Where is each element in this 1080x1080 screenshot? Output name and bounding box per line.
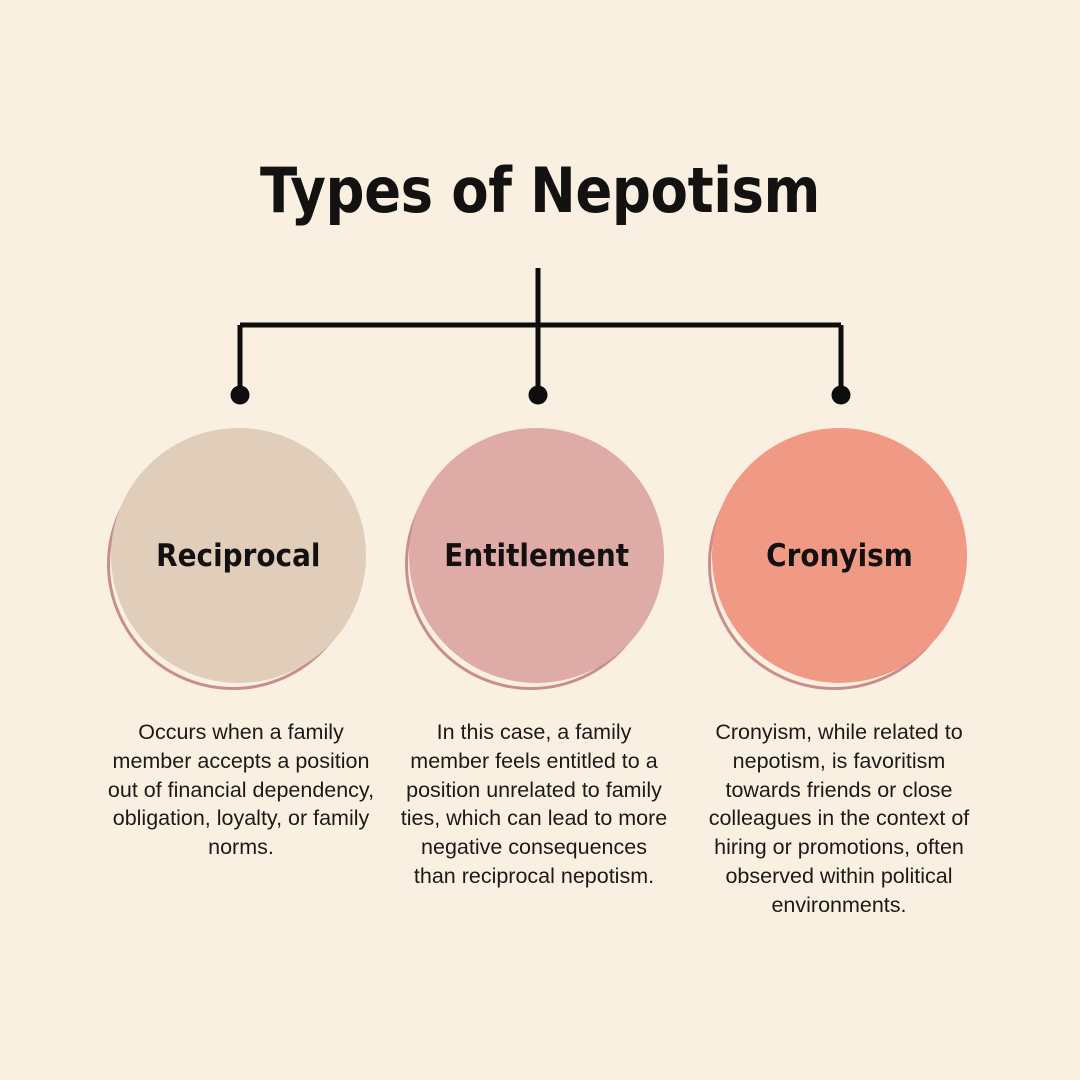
description-entitlement: In this case, a family member feels enti… [400,720,668,888]
node-label-reciprocal: Reciprocal [156,537,321,574]
node-disc-cronyism: Cronyism [712,428,967,683]
node-disc-entitlement: Entitlement [409,428,664,683]
connector-dot-right [831,385,851,405]
node-label-entitlement: Entitlement [444,537,629,574]
category-node-entitlement[interactable]: Entitlement [405,428,667,690]
node-label-cronyism: Cronyism [766,537,913,574]
category-node-cronyism[interactable]: Cronyism [708,428,970,690]
connector-dot-center [528,385,548,405]
description-cronyism: Cronyism, while related to nepotism, is … [708,720,970,917]
category-circles: Reciprocal Entitlement Cronyism [0,428,1080,703]
description-reciprocal: Occurs when a family member accepts a po… [107,720,375,860]
node-disc-reciprocal: Reciprocal [111,428,366,683]
category-node-reciprocal[interactable]: Reciprocal [107,428,369,690]
page-title: Types of Nepotism [260,154,820,227]
connector-dot-left [230,385,250,405]
